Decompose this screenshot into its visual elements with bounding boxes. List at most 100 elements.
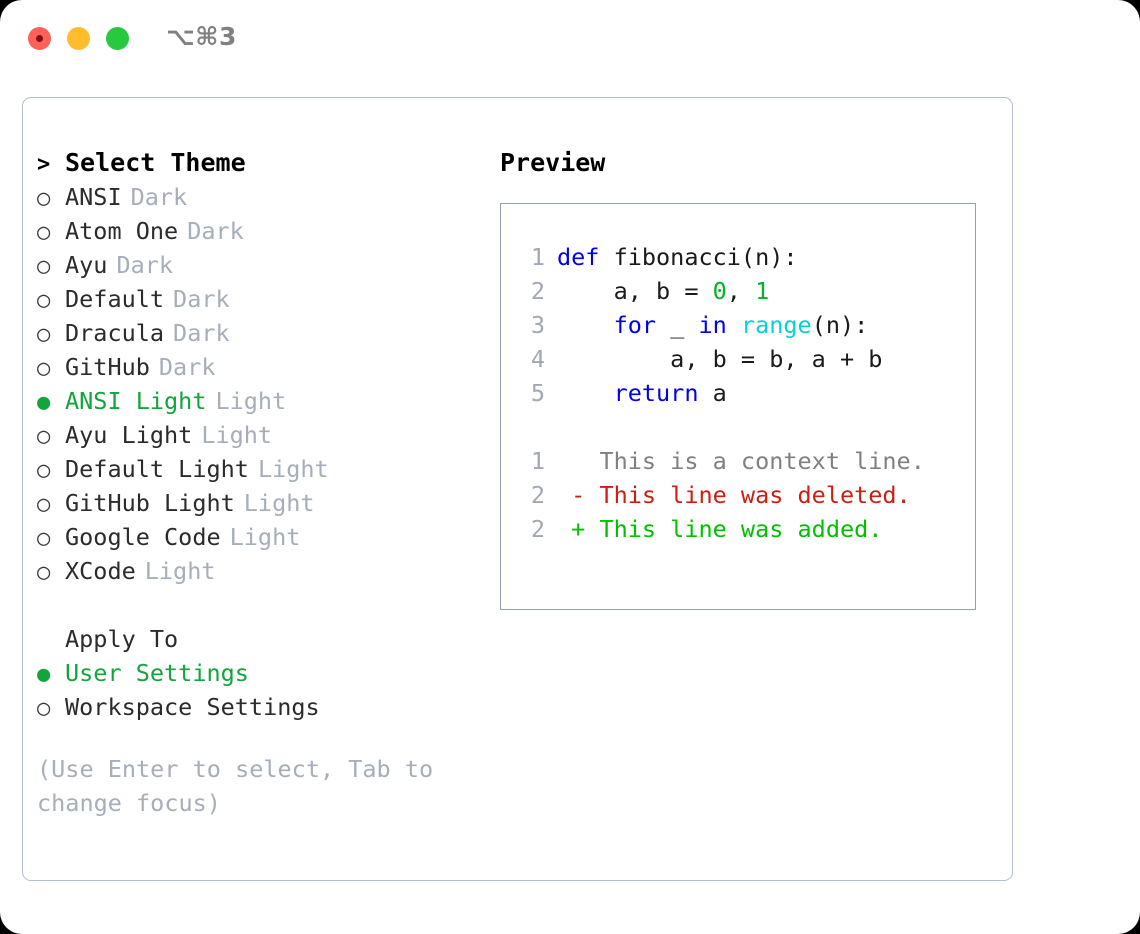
theme-name-label: Google Code bbox=[65, 523, 221, 551]
theme-name-label: Ayu bbox=[65, 251, 108, 279]
code-token: (n): bbox=[811, 311, 869, 339]
line-number: 4 bbox=[530, 345, 545, 373]
theme-list-item[interactable]: ○ GitHub Dark bbox=[37, 350, 497, 384]
theme-list-item[interactable]: ○ Ayu Dark bbox=[37, 248, 497, 282]
radio-unselected-icon: ○ bbox=[37, 492, 51, 517]
radio-unselected-icon: ○ bbox=[37, 696, 51, 721]
apply-to-header: Apply To bbox=[65, 625, 179, 653]
theme-variant-label: Light bbox=[144, 557, 216, 585]
code-line: 4 a, b = b, a + b bbox=[515, 342, 975, 376]
theme-list-item[interactable]: ○ XCode Light bbox=[37, 554, 497, 588]
theme-variant-label: Light bbox=[257, 455, 329, 483]
diff-text: + This line was added. bbox=[557, 515, 883, 543]
code-token: a bbox=[698, 379, 727, 407]
line-number: 2 bbox=[530, 515, 545, 543]
preview-title: Preview bbox=[500, 148, 606, 177]
line-number: 2 bbox=[530, 481, 545, 509]
line-number: 3 bbox=[530, 311, 545, 339]
minimize-window-button[interactable] bbox=[67, 27, 90, 50]
theme-list-item[interactable]: ○ Atom One Dark bbox=[37, 214, 497, 248]
radio-unselected-icon: ○ bbox=[37, 458, 51, 483]
apply-to-list: ● User Settings ○ Workspace Settings bbox=[37, 656, 497, 724]
theme-name-label: GitHub Light bbox=[65, 489, 235, 517]
theme-variant-label: Light bbox=[243, 489, 315, 517]
radio-unselected-icon: ○ bbox=[37, 356, 51, 381]
hint-text: (Use Enter to select, Tab to change focu… bbox=[37, 755, 434, 817]
diff-text: - This line was deleted. bbox=[557, 481, 911, 509]
code-token: 0 bbox=[712, 277, 727, 305]
code-diff-gap bbox=[515, 410, 975, 444]
theme-name-label: Default Light bbox=[65, 455, 249, 483]
theme-variant-label: Dark bbox=[158, 353, 216, 381]
code-token: fibonacci(n): bbox=[613, 243, 798, 271]
theme-list-item[interactable]: ○ ANSI Dark bbox=[37, 180, 497, 214]
code-token: range bbox=[740, 311, 812, 339]
theme-variant-label: Dark bbox=[173, 319, 230, 347]
close-window-button[interactable] bbox=[28, 27, 51, 50]
apply-to-option[interactable]: ○ Workspace Settings bbox=[37, 690, 497, 724]
code-token: a, b = b, a + b bbox=[557, 345, 883, 373]
theme-variant-label: Dark bbox=[130, 183, 188, 211]
theme-list-item[interactable]: ○ Default Dark bbox=[37, 282, 497, 316]
code-token: , bbox=[726, 277, 756, 305]
theme-list-item[interactable]: ○ GitHub Light Light bbox=[37, 486, 497, 520]
code-token bbox=[557, 379, 614, 407]
code-line: 1 def fibonacci(n): bbox=[515, 240, 975, 274]
theme-name-label: Atom One bbox=[65, 217, 179, 245]
theme-variant-label: Dark bbox=[116, 251, 174, 279]
radio-unselected-icon: ○ bbox=[37, 288, 51, 313]
theme-variant-label: Light bbox=[229, 523, 301, 551]
line-number: 1 bbox=[530, 447, 545, 475]
code-token: a, b = bbox=[557, 277, 713, 305]
theme-name-label: ANSI bbox=[65, 183, 122, 211]
apply-to-label: Workspace Settings bbox=[65, 693, 320, 721]
code-line: 2 a, b = 0, 1 bbox=[515, 274, 975, 308]
radio-unselected-icon: ○ bbox=[37, 186, 51, 211]
radio-selected-icon: ● bbox=[37, 662, 51, 687]
theme-variant-label: Dark bbox=[173, 285, 230, 313]
theme-name-label: Default bbox=[65, 285, 165, 313]
radio-unselected-icon: ○ bbox=[37, 424, 51, 449]
code-token: def bbox=[557, 243, 614, 271]
theme-variant-label: Light bbox=[215, 387, 287, 415]
theme-name-label: GitHub bbox=[65, 353, 150, 381]
apply-to-label: User Settings bbox=[65, 659, 249, 687]
theme-variant-label: Light bbox=[201, 421, 273, 449]
theme-variant-label: Dark bbox=[187, 217, 244, 245]
caret-icon: > bbox=[37, 152, 51, 177]
radio-unselected-icon: ○ bbox=[37, 220, 51, 245]
code-token: for bbox=[613, 311, 657, 339]
code-token: return bbox=[613, 379, 699, 407]
code-line: 3 for _ in range(n): bbox=[515, 308, 975, 342]
theme-name-label: XCode bbox=[65, 557, 136, 585]
line-number: 2 bbox=[530, 277, 545, 305]
diff-text: This is a context line. bbox=[557, 447, 925, 475]
code-token: _ bbox=[656, 311, 699, 339]
radio-unselected-icon: ○ bbox=[37, 560, 51, 585]
radio-unselected-icon: ○ bbox=[37, 526, 51, 551]
line-number: 5 bbox=[530, 379, 545, 407]
code-token: 1 bbox=[755, 277, 770, 305]
theme-name-label: ANSI Light bbox=[65, 387, 207, 415]
list-spacer bbox=[37, 588, 497, 622]
line-number: 1 bbox=[530, 243, 545, 271]
diff-line: 1 This is a context line. bbox=[515, 444, 975, 478]
keyboard-shortcut-label: ⌥⌘3 bbox=[166, 22, 237, 51]
diff-sample: 1 This is a context line. 2 - This line w… bbox=[515, 444, 975, 546]
apply-to-option[interactable]: ● User Settings bbox=[37, 656, 497, 690]
maximize-window-button[interactable] bbox=[106, 27, 129, 50]
theme-list-item[interactable]: ○ Default Light Light bbox=[37, 452, 497, 486]
code-token bbox=[727, 311, 741, 339]
theme-list-item[interactable]: ○ Google Code Light bbox=[37, 520, 497, 554]
radio-unselected-icon: ○ bbox=[37, 254, 51, 279]
title-bar: ⌥⌘3 bbox=[0, 0, 1140, 78]
